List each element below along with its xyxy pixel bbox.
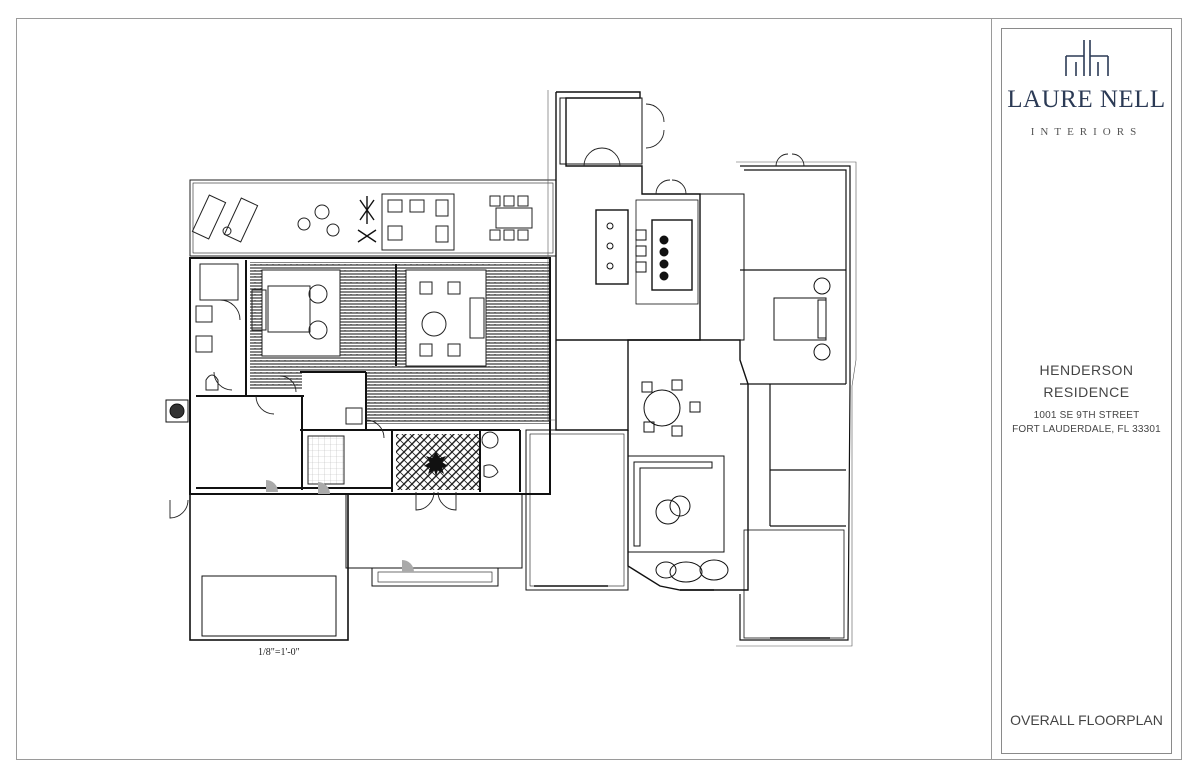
project-address-line-2: FORT LAUDERDALE, FL 33301 [1012,424,1161,435]
east-wing-walls [699,165,851,641]
door-swings [169,299,457,519]
terrace-furniture [191,193,533,251]
title-block-divider [991,18,992,760]
herring-rug-medallion [424,452,448,476]
furniture-living [251,281,485,357]
east-bedroom-furniture [773,277,831,361]
central-door-swings [583,103,805,195]
project-address-line-1: 1001 SE 9TH STREET [1033,410,1140,421]
brand-subtitle: INTERIORS [1030,126,1143,138]
window-marks [534,585,830,639]
scale-note: 1/8"=1'-0" [258,647,300,658]
laure-nell-logo-icon [1065,40,1109,76]
central-wing-walls [555,91,701,431]
sheet-title: OVERALL FLOORPLAN [1010,712,1163,728]
brand-name: LAURE NELL [1007,86,1166,113]
project-name-line-1: HENDERSON [1039,362,1134,378]
floorplan-drawing [165,90,857,647]
family-room-furniture [627,379,729,583]
bath-fixtures [195,263,499,485]
property-outline [547,90,857,647]
title-block [1001,28,1172,754]
garage [189,493,523,641]
drawing-sheet-border [16,18,1182,760]
rug-areas [261,269,487,367]
door-shading [266,480,414,572]
ac-unit-icon [165,399,189,423]
terrace-planter [357,196,377,243]
project-name-line-2: RESIDENCE [1043,384,1130,400]
kitchen-fixtures [606,222,669,281]
